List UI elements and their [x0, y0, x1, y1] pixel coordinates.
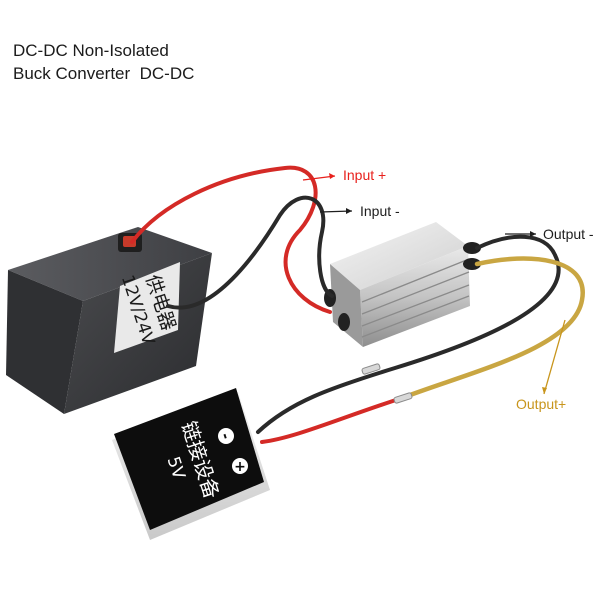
wire-device-positive	[260, 396, 404, 444]
wire-input-negative	[166, 195, 334, 310]
power-supply-label-plate	[114, 262, 180, 353]
converter-front-face	[360, 246, 470, 347]
connected-device: - + 链接设备 5V	[112, 388, 270, 540]
callout-arrow-input-minus	[346, 208, 352, 214]
label-input-positive: Input +	[343, 167, 387, 183]
wire-output-positive	[399, 256, 585, 401]
device-positive-badge	[232, 458, 248, 474]
wire-output-negative	[256, 234, 561, 434]
converter-fin-line	[361, 271, 470, 315]
wire-splice-negative	[361, 363, 381, 375]
label-output-negative: Output -	[543, 226, 594, 242]
converter-input-grommet	[338, 313, 350, 331]
converter-output-grommet	[463, 242, 481, 254]
converter-output-grommet	[463, 258, 481, 270]
label-output-positive: Output+	[516, 396, 567, 412]
converter-fin-line	[361, 295, 470, 338]
callout-arrow-input-plus	[329, 173, 335, 179]
device-positive-symbol: +	[234, 459, 246, 475]
label-input-negative: Input -	[360, 203, 400, 219]
power-supply-top-face	[8, 227, 212, 301]
converter-side-face	[330, 264, 363, 347]
callout-arrow-output-minus	[530, 231, 536, 237]
wire-input-positive	[130, 165, 332, 314]
device-face	[114, 388, 264, 530]
power-supply-side-face	[6, 270, 83, 414]
title-line-1: DC-DC Non-Isolated	[13, 41, 169, 60]
converter-top-face	[330, 222, 468, 290]
converter-fin-line	[361, 284, 470, 327]
converter-fin-line	[361, 258, 470, 303]
power-supply-box: 供电器 12V/24V	[6, 227, 212, 414]
device-negative-badge	[218, 428, 234, 444]
title-line-2: Buck Converter DC-DC	[13, 64, 195, 83]
wire-splice-positive	[393, 392, 413, 404]
converter-module	[324, 222, 481, 347]
device-negative-symbol: -	[217, 431, 234, 442]
callout-arrow-output-plus	[542, 387, 547, 394]
callout-line-output-plus	[543, 319, 566, 395]
